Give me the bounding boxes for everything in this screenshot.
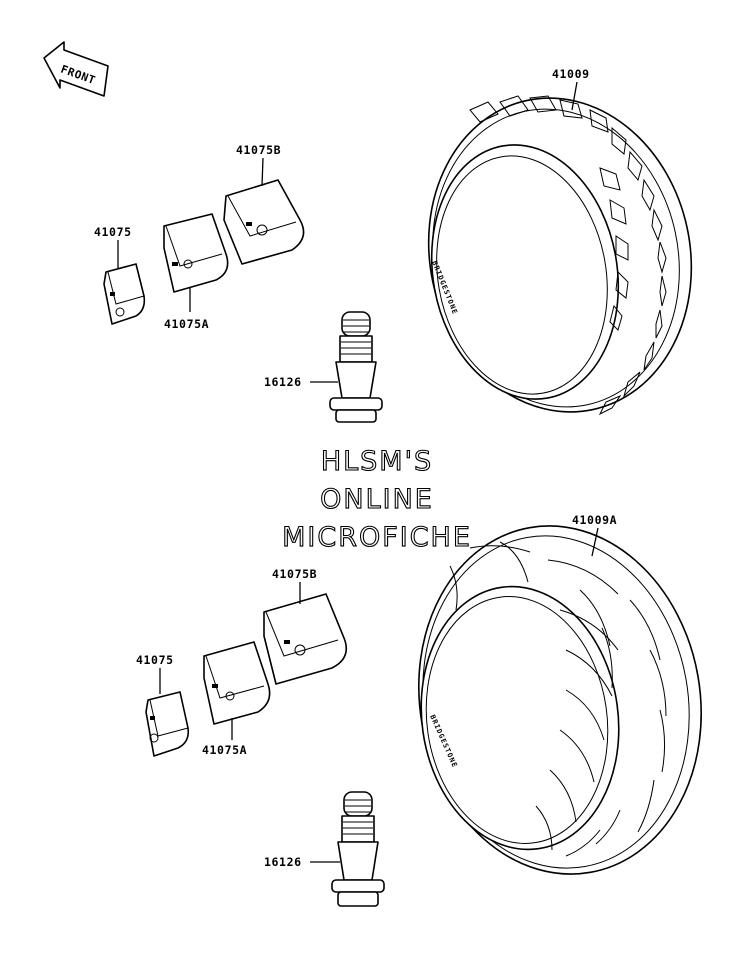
- lower-valve-label: 16126: [264, 855, 302, 869]
- upper-weight-41075a[interactable]: 41075A: [163, 213, 229, 331]
- watermark-line2: ONLINE: [320, 484, 434, 515]
- lower-weight-label: 41075: [136, 653, 174, 667]
- watermark-line3: MICROFICHE: [282, 522, 472, 553]
- lower-tire-label: 41009A: [572, 513, 617, 527]
- lower-weight-a-label: 41075A: [202, 743, 247, 757]
- lower-tire-tread: [449, 541, 667, 857]
- upper-valve[interactable]: 16126: [264, 311, 383, 423]
- upper-tire-tread: [469, 95, 667, 416]
- lower-valve[interactable]: 16126: [264, 791, 385, 907]
- front-direction-arrow-icon: FRONT: [43, 41, 109, 97]
- lower-weight-41075a[interactable]: 41075A: [202, 641, 271, 757]
- upper-tire-label: 41009: [552, 67, 590, 81]
- upper-weight-label: 41075: [94, 225, 132, 239]
- upper-weight-a-label: 41075A: [164, 317, 209, 331]
- watermark: HLSM'S ONLINE MICROFICHE: [282, 445, 472, 553]
- upper-weight-b-label: 41075B: [236, 143, 281, 157]
- upper-valve-label: 16126: [264, 375, 302, 389]
- lower-weight-41075[interactable]: 41075: [136, 653, 190, 757]
- upper-weight-41075b[interactable]: 41075B: [223, 143, 305, 265]
- lower-weight-b-label: 41075B: [272, 567, 317, 581]
- lower-tire[interactable]: BRIDGESTONE 41009A: [392, 503, 729, 896]
- upper-weight-41075[interactable]: 41075: [94, 225, 146, 325]
- lower-weight-41075b[interactable]: 41075B: [263, 567, 348, 685]
- watermark-line1: HLSM'S: [321, 446, 433, 477]
- upper-tire[interactable]: BRIDGESTONE 41009: [400, 67, 720, 437]
